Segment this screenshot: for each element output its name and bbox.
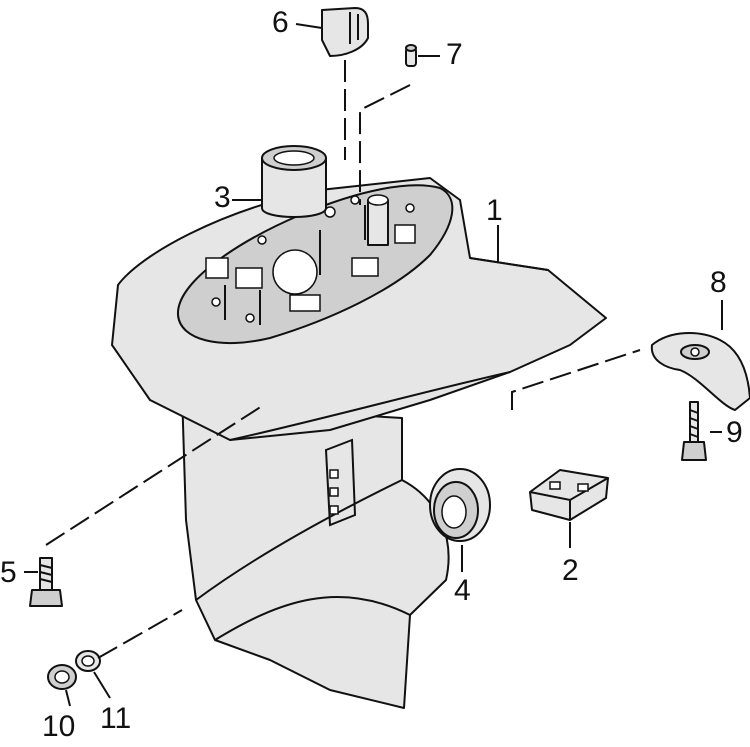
housing-water-intake-slots <box>324 438 357 527</box>
callout-1: 1 <box>486 194 503 227</box>
callout-10: 10 <box>42 710 76 743</box>
housing-water-tube-boss <box>367 199 389 246</box>
callout-3: 3 <box>214 181 231 214</box>
nut-part-10 <box>47 664 77 690</box>
gear-housing-part-1 <box>111 177 607 709</box>
callout-11: 11 <box>100 702 132 735</box>
callout-9: 9 <box>726 416 743 449</box>
callout-4: 4 <box>454 574 471 607</box>
callout-5: 5 <box>0 556 17 589</box>
washer-part-11 <box>75 650 101 672</box>
callout-7: 7 <box>446 38 463 71</box>
alignment-dashes <box>45 60 641 659</box>
callout-2: 2 <box>562 554 579 587</box>
deck-details <box>205 195 416 325</box>
screw-part-9 <box>681 401 707 461</box>
pin-part-7 <box>405 44 417 67</box>
callout-8: 8 <box>710 266 727 299</box>
trim-tab-part-8 <box>650 332 750 411</box>
anode-part-2 <box>529 469 609 521</box>
bushing-part-3 <box>261 145 327 218</box>
callout-6: 6 <box>272 6 289 39</box>
leader-lines <box>24 23 723 707</box>
cap-part-6 <box>321 7 369 57</box>
seal-part-4 <box>429 468 491 542</box>
bolt-part-5 <box>29 557 63 607</box>
housing-lower-leg <box>181 391 450 709</box>
